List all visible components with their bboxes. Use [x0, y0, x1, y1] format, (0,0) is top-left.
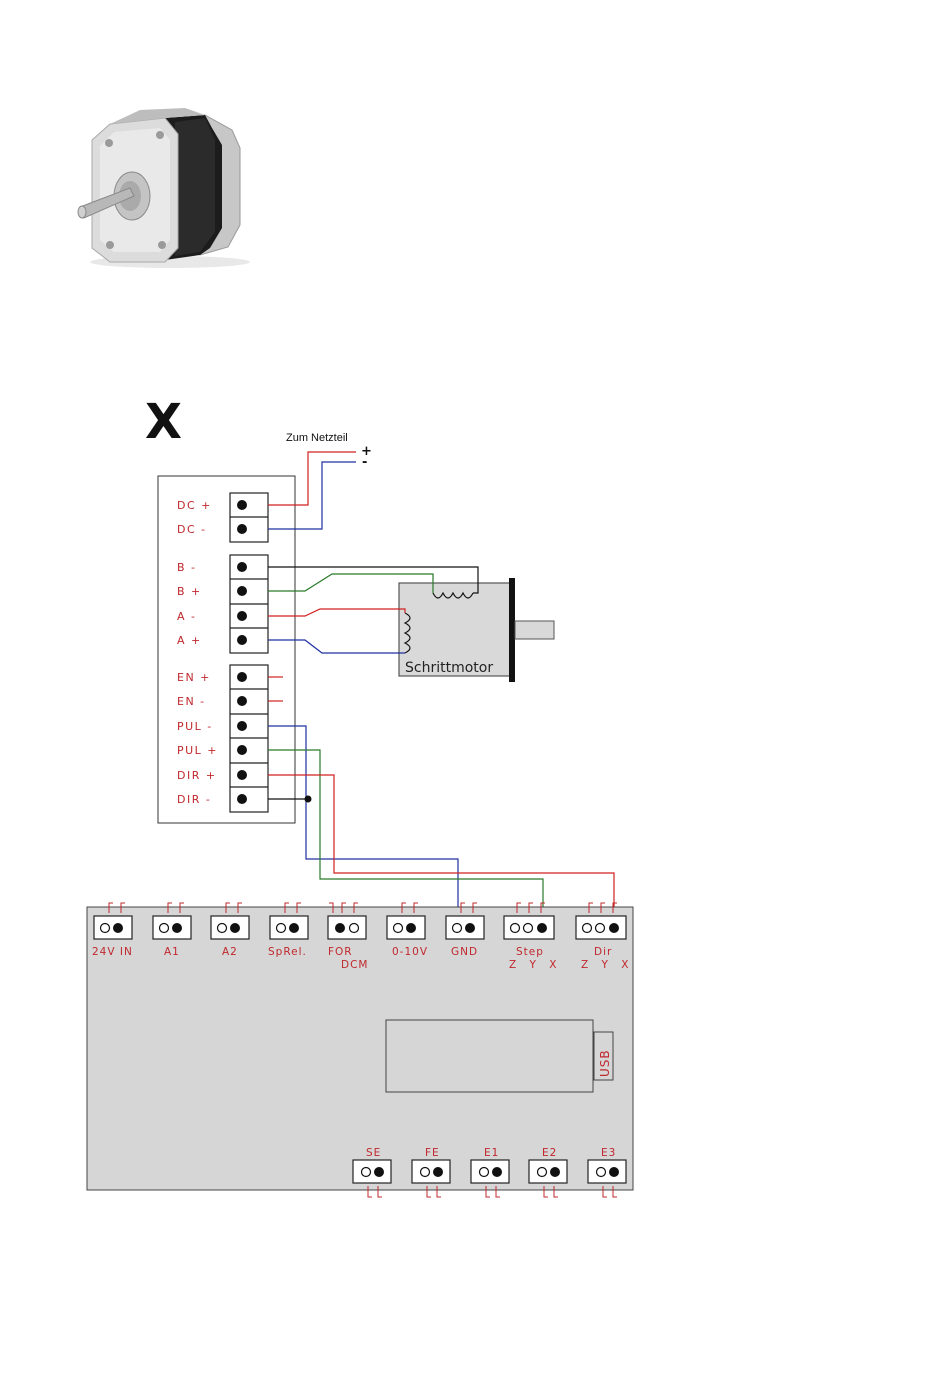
motor-label: Schrittmotor [405, 660, 493, 676]
terminal-en-plus: EN + [177, 671, 211, 684]
terminal-a-minus: A - [177, 610, 197, 623]
connector-e2 [529, 1160, 567, 1197]
connector-e3 [588, 1160, 626, 1197]
terminal-a-plus: A + [177, 634, 202, 647]
terminal-pul-plus: PUL + [177, 744, 218, 757]
terminal-pul-minus: PUL - [177, 720, 213, 733]
terminal-dc-plus: DC + [177, 499, 212, 512]
label-gnd: GND [451, 946, 478, 958]
power-supply-label: Zum Netzteil [286, 432, 348, 444]
driver-terminal-blocks [230, 493, 268, 812]
supply-minus-sign: - [362, 455, 367, 470]
label-dcm: DCM [341, 959, 368, 971]
connector-e1 [471, 1160, 509, 1197]
control-wires [268, 726, 614, 912]
axis-label: X [145, 394, 182, 450]
usb-module [386, 1020, 593, 1092]
terminal-dir-minus: DIR - [177, 793, 211, 806]
label-0-10v: 0-10V [392, 946, 428, 958]
connector-se [353, 1160, 391, 1197]
stepper-motor-photo [78, 108, 250, 268]
terminal-b-plus: B + [177, 585, 202, 598]
terminal-dir-plus: DIR + [177, 769, 217, 782]
usb-label: USB [598, 1049, 612, 1077]
label-step: Step [516, 946, 544, 958]
label-e1: E1 [484, 1147, 499, 1159]
label-a2: A2 [222, 946, 238, 958]
label-step-axes: Z Y X [509, 959, 561, 971]
terminal-b-minus: B - [177, 561, 197, 574]
label-24vin: 24V IN [92, 946, 133, 958]
label-a1: A1 [164, 946, 180, 958]
label-dir-axes: Z Y X [581, 959, 633, 971]
label-se: SE [366, 1147, 381, 1159]
label-e2: E2 [542, 1147, 557, 1159]
terminal-dc-minus: DC - [177, 523, 207, 536]
label-for: FOR [328, 946, 353, 958]
label-dir: Dir [594, 946, 612, 958]
label-e3: E3 [601, 1147, 616, 1159]
label-fe: FE [425, 1147, 440, 1159]
terminal-en-minus: EN - [177, 695, 206, 708]
connector-fe [412, 1160, 450, 1197]
label-sprel: SpRel. [268, 946, 307, 958]
